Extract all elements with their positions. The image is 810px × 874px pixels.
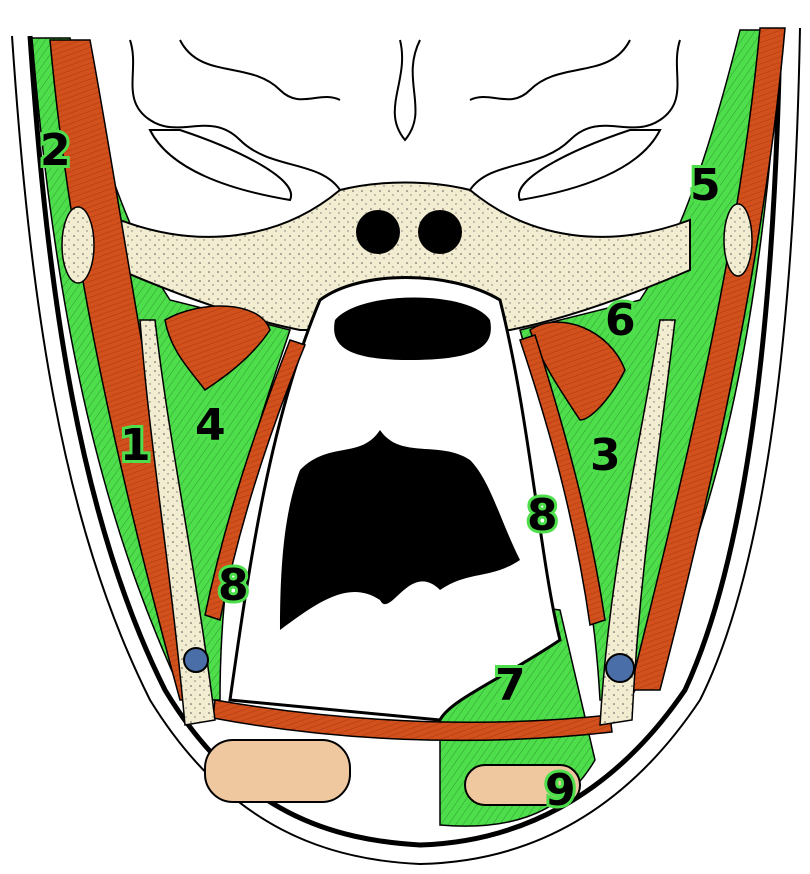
left-bone-oval xyxy=(62,207,94,283)
label-2: 2 xyxy=(40,125,71,176)
brain-folds xyxy=(130,40,680,200)
label-4: 4 xyxy=(195,400,226,451)
label-6: 6 xyxy=(605,295,636,346)
right-vessel xyxy=(606,654,634,682)
label-9: 9 xyxy=(545,765,576,816)
label-3: 3 xyxy=(590,430,621,481)
right-choana xyxy=(418,210,462,254)
label-1: 1 xyxy=(120,420,151,471)
label-7: 7 xyxy=(495,660,526,711)
left-choana xyxy=(356,210,400,254)
label-5: 5 xyxy=(690,160,721,211)
label-8-right: 8 xyxy=(527,490,558,541)
nasopharynx-airway xyxy=(334,298,491,361)
left-gland xyxy=(205,740,350,802)
left-vessel xyxy=(184,648,208,672)
right-bone-oval xyxy=(724,204,752,276)
label-8-left: 8 xyxy=(218,560,249,611)
